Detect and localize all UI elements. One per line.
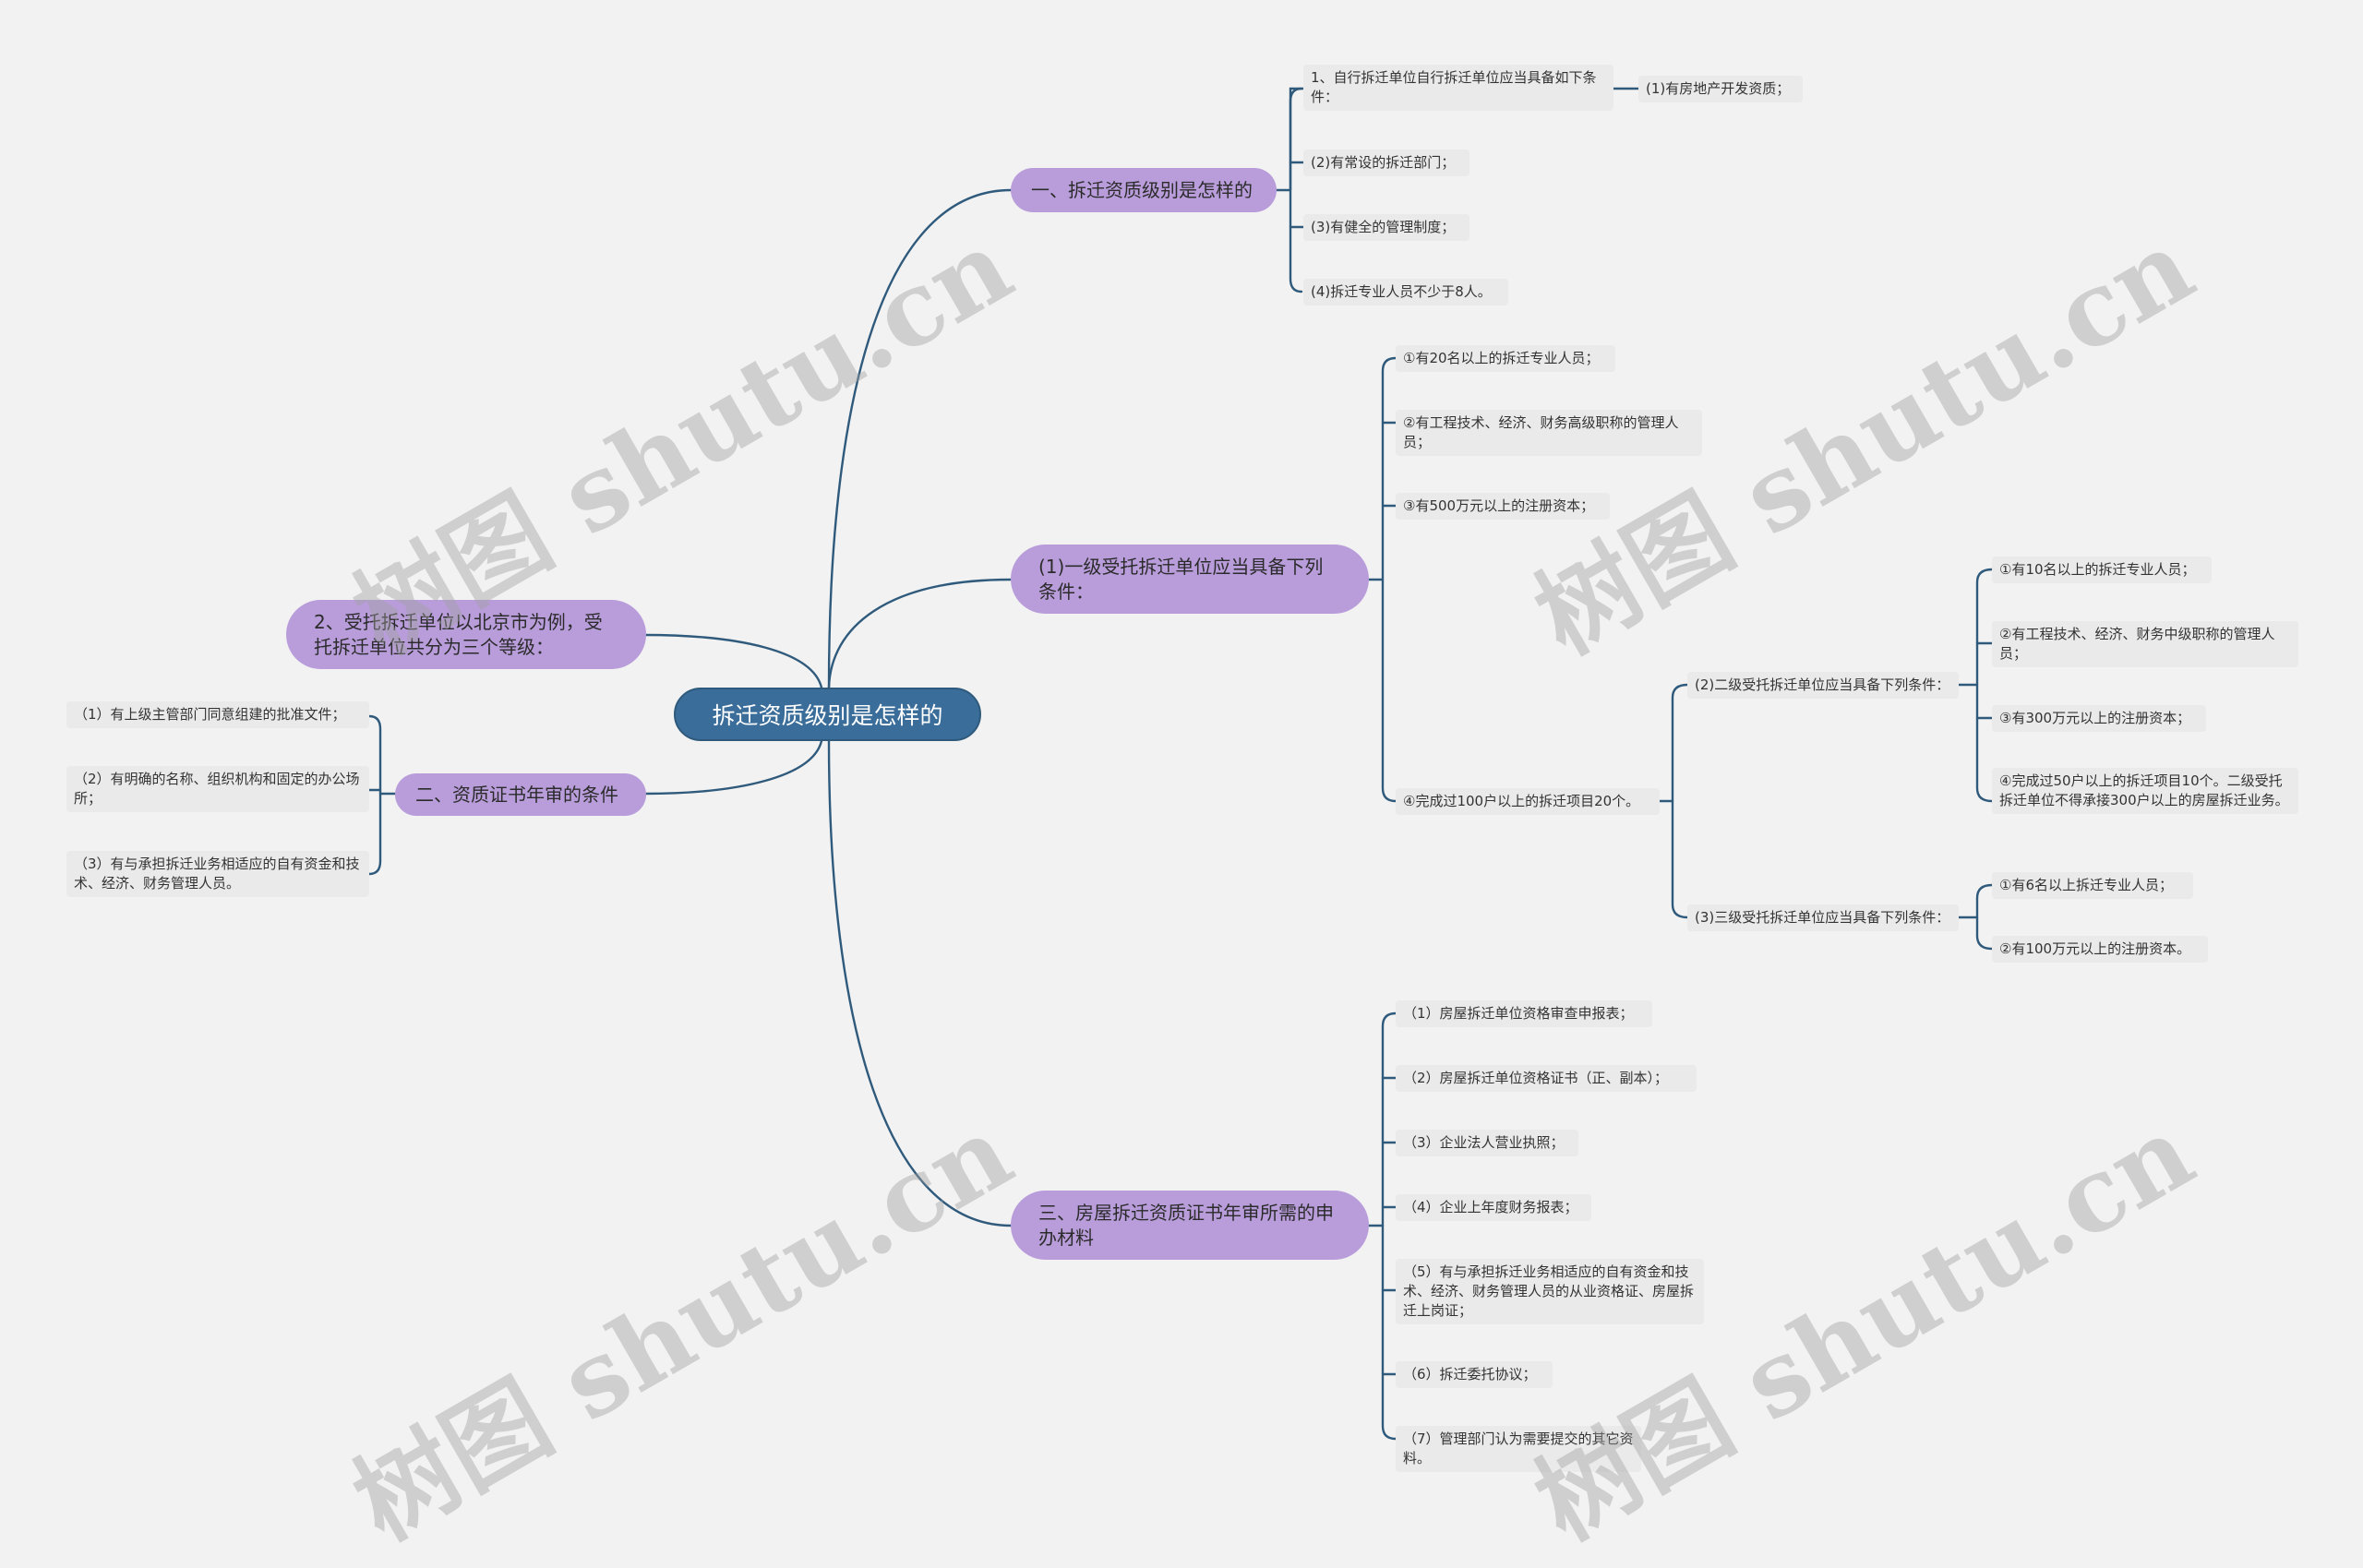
branch-beijing-levels-label: 2、受托拆迁单位以北京市为例，受托拆迁单位共分为三个等级： [314,610,603,658]
link-root-b2 [827,578,1013,689]
leaf-text: 1、自行拆迁单位自行拆迁单位应当具备如下条件： [1311,69,1597,105]
level1-item-3[interactable]: ③有500万元以上的注册资本； [1396,493,1610,520]
link-b-bracket [367,714,382,876]
level2-conditions[interactable]: (2)二级受托拆迁单位应当具备下列条件： [1687,672,1959,699]
leaf-text: ②有100万元以上的注册资本。 [1999,940,2191,957]
leaf-text: (2)有常设的拆迁部门； [1311,154,1456,171]
level1-item-2[interactable]: ②有工程技术、经济、财务高级职称的管理人员； [1396,410,1702,456]
material-item-7[interactable]: （7）管理部门认为需要提交的其它资料。 [1396,1426,1641,1472]
branch-level1-label: (1)一级受托拆迁单位应当具备下列条件： [1038,555,1324,603]
branch-qualification-levels[interactable]: 一、拆迁资质级别是怎样的 [1011,168,1277,212]
leaf-text: ④完成过50户以上的拆迁项目10个。二级受托拆迁单位不得承接300户以上的房屋拆… [1999,772,2289,808]
leaf-text: (2)二级受托拆迁单位应当具备下列条件： [1695,676,1950,693]
level2-item-3[interactable]: ③有300万元以上的注册资本； [1992,705,2206,732]
leaf-text: (3)有健全的管理制度； [1311,219,1456,235]
branch-qualification-levels-label: 一、拆迁资质级别是怎样的 [1031,178,1253,201]
level2-item-1[interactable]: ①有10名以上的拆迁专业人员； [1992,557,2212,583]
leaf-text: ③有500万元以上的注册资本； [1403,497,1595,514]
link-l2l3-bracket [1671,683,1689,919]
link-b2-bracket [1381,356,1397,803]
leaf-text: (3)三级受托拆迁单位应当具备下列条件： [1695,909,1950,926]
leaf-text: （1）有上级主管部门同意组建的批准文件； [74,706,346,723]
leaf-text: ④完成过100户以上的拆迁项目20个。 [1403,793,1640,809]
branch-level1-conditions[interactable]: (1)一级受托拆迁单位应当具备下列条件： [1011,545,1369,614]
branch-annual-review-materials[interactable]: 三、房屋拆迁资质证书年审所需的申办材料 [1011,1191,1369,1260]
leaf-text: ②有工程技术、经济、财务中级职称的管理人员； [1999,626,2275,662]
level3-item-2[interactable]: ②有100万元以上的注册资本。 [1992,936,2208,963]
link-l2-bracket [1975,568,1994,803]
link-b1-bracket [1275,87,1303,293]
annual-review-item-2[interactable]: （2）有明确的名称、组织机构和固定的办公场所； [66,766,369,812]
self-demolition-item-4[interactable]: (4)拆迁专业人员不少于8人。 [1303,279,1508,305]
branch-beijing-levels[interactable]: 2、受托拆迁单位以北京市为例，受托拆迁单位共分为三个等级： [286,600,646,669]
leaf-text: （3）企业法人营业执照； [1403,1134,1565,1151]
leaf-text: （1）房屋拆迁单位资格审查申报表； [1403,1005,1634,1022]
level3-conditions[interactable]: (3)三级受托拆迁单位应当具备下列条件： [1687,904,1959,931]
self-demolition-conditions[interactable]: 1、自行拆迁单位自行拆迁单位应当具备如下条件： [1303,65,1613,111]
annual-review-item-3[interactable]: （3）有与承担拆迁业务相适应的自有资金和技术、经济、财务管理人员。 [66,851,369,897]
link-root-a [642,633,823,689]
leaf-text: （2）房屋拆迁单位资格证书（正、副本）； [1403,1070,1669,1086]
leaf-text: ①有6名以上拆迁专业人员； [1999,877,2173,893]
material-item-5[interactable]: （5）有与承担拆迁业务相适应的自有资金和技术、经济、财务管理人员的从业资格证、房… [1396,1259,1704,1324]
branch-annual-review-label: 二、资质证书年审的条件 [415,783,618,806]
level1-item-1[interactable]: ①有20名以上的拆迁专业人员； [1396,345,1615,372]
branch-annual-review-conditions[interactable]: 二、资质证书年审的条件 [395,773,646,816]
leaf-text: （2）有明确的名称、组织机构和固定的办公场所； [74,771,360,807]
leaf-text: ①有10名以上的拆迁专业人员； [1999,561,2196,578]
leaf-text: （3）有与承担拆迁业务相适应的自有资金和技术、经济、财务管理人员。 [74,856,360,892]
connector-lines [367,87,1994,1441]
leaf-text: （6）拆迁委托协议； [1403,1366,1537,1382]
root-node[interactable]: 拆迁资质级别是怎样的 [674,688,981,741]
leaf-text: ①有20名以上的拆迁专业人员； [1403,350,1600,366]
link-b1-c1 [1289,87,1305,192]
level1-item-4[interactable]: ④完成过100户以上的拆迁项目20个。 [1396,788,1660,815]
leaf-text: ③有300万元以上的注册资本； [1999,710,2191,726]
self-demolition-item-3[interactable]: (3)有健全的管理制度； [1303,214,1469,241]
level2-item-4[interactable]: ④完成过50户以上的拆迁项目10个。二级受托拆迁单位不得承接300户以上的房屋拆… [1992,768,2298,814]
leaf-text: (1)有房地产开发资质； [1646,80,1791,97]
mindmap-canvas: 拆迁资质级别是怎样的 2、受托拆迁单位以北京市为例，受托拆迁单位共分为三个等级：… [66,65,2298,1563]
level3-item-1[interactable]: ①有6名以上拆迁专业人员； [1992,872,2193,899]
annual-review-item-1[interactable]: （1）有上级主管部门同意组建的批准文件； [66,701,369,728]
leaf-text: (4)拆迁专业人员不少于8人。 [1311,283,1492,300]
branch-annual-review-materials-label: 三、房屋拆迁资质证书年审所需的申办材料 [1038,1201,1334,1249]
link-l3-bracket [1975,883,1994,951]
self-demolition-item-2[interactable]: (2)有常设的拆迁部门； [1303,150,1469,176]
link-root-b1 [827,188,1013,689]
material-item-2[interactable]: （2）房屋拆迁单位资格证书（正、副本）； [1396,1065,1697,1092]
material-item-4[interactable]: （4）企业上年度财务报表； [1396,1194,1591,1221]
material-item-6[interactable]: （6）拆迁委托协议； [1396,1361,1553,1388]
leaf-text: （7）管理部门认为需要提交的其它资料。 [1403,1430,1634,1466]
material-item-1[interactable]: （1）房屋拆迁单位资格审查申报表； [1396,1000,1652,1027]
self-demolition-item-1[interactable]: (1)有房地产开发资质； [1638,76,1803,102]
leaf-text: （4）企业上年度财务报表； [1403,1199,1578,1215]
material-item-3[interactable]: （3）企业法人营业执照； [1396,1130,1578,1156]
link-b3-bracket [1381,1011,1397,1441]
link-root-b [642,739,823,796]
leaf-text: ②有工程技术、经济、财务高级职称的管理人员； [1403,414,1679,450]
leaf-text: （5）有与承担拆迁业务相适应的自有资金和技术、经济、财务管理人员的从业资格证、房… [1403,1263,1695,1319]
level2-item-2[interactable]: ②有工程技术、经济、财务中级职称的管理人员； [1992,621,2298,667]
link-root-b3 [827,739,1013,1227]
